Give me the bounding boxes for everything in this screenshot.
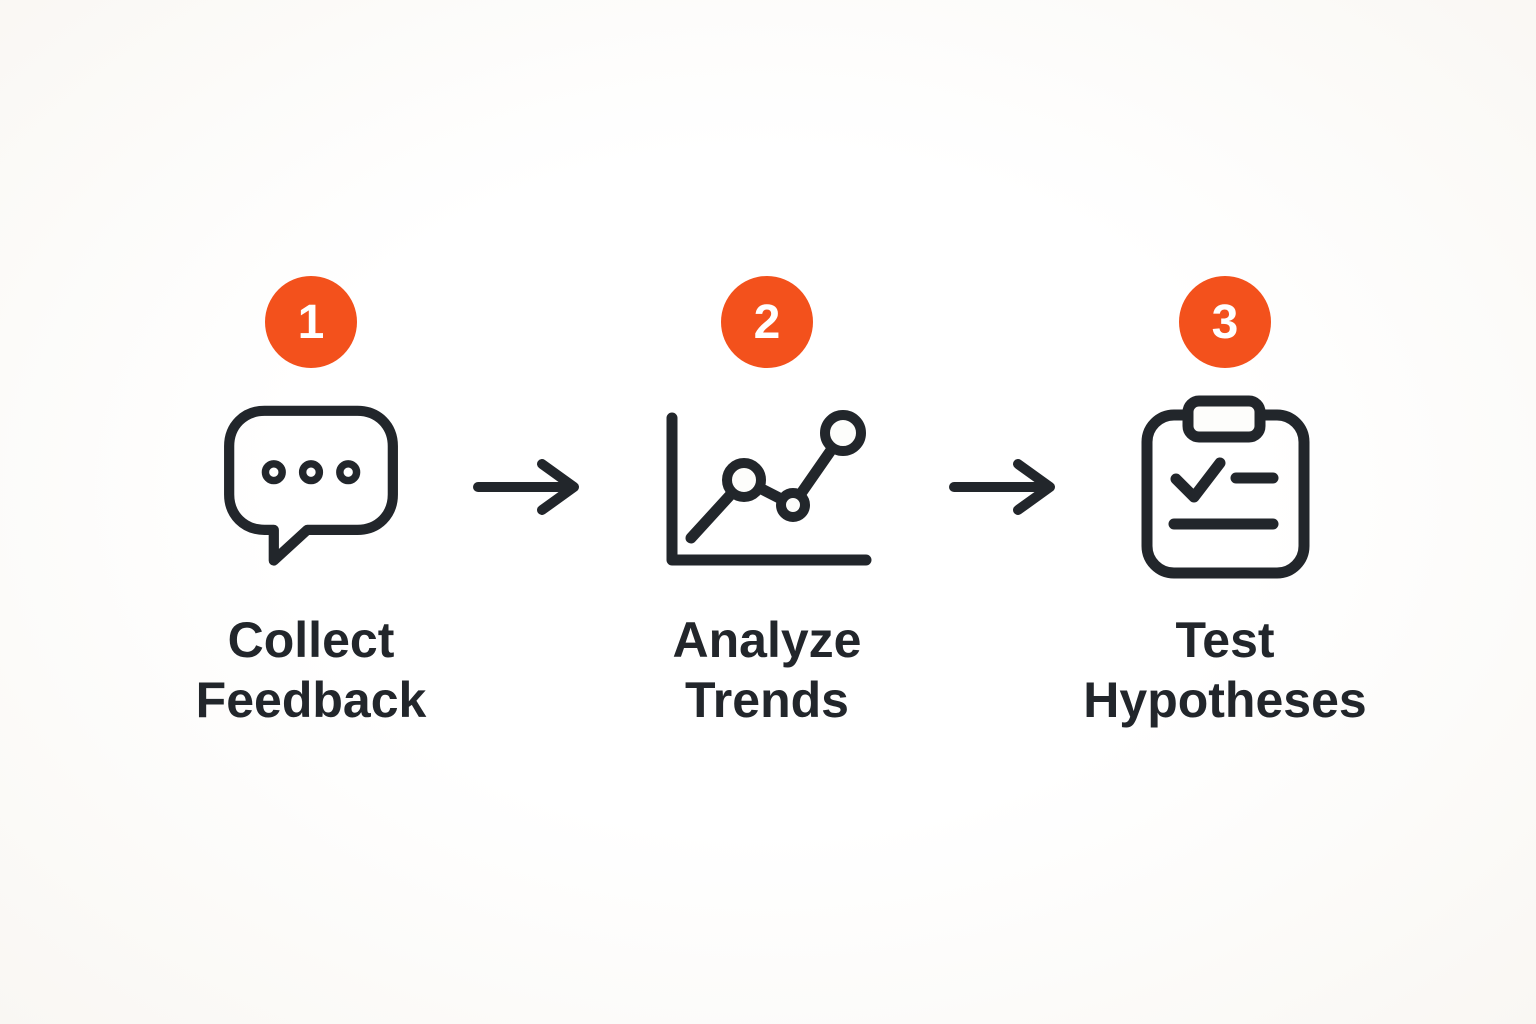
step-collect-feedback: 1 Collect Feedback	[101, 276, 521, 730]
right-arrow-icon	[470, 459, 590, 515]
trend-chart-icon	[661, 382, 873, 594]
step-label: Analyze Trends	[673, 610, 862, 730]
step-test-hypotheses: 3 Test Hypotheses	[1015, 276, 1435, 730]
step-number-badge: 3	[1179, 276, 1271, 368]
step-number-badge: 1	[265, 276, 357, 368]
step-label-line2: Hypotheses	[1083, 672, 1367, 728]
step-number-badge: 2	[721, 276, 813, 368]
clipboard-check-icon	[1139, 382, 1311, 594]
step-label: Test Hypotheses	[1083, 610, 1366, 730]
speech-bubble-icon	[218, 382, 404, 594]
step-analyze-trends: 2 Analyze Trends	[557, 276, 977, 730]
step-label-line2: Trends	[685, 672, 849, 728]
step-label-line1: Collect	[227, 612, 395, 668]
step-label-line1: Analyze	[672, 612, 862, 668]
step-number: 3	[1211, 295, 1239, 349]
step-number: 2	[753, 295, 781, 349]
step-number: 1	[297, 295, 325, 349]
right-arrow-icon	[946, 459, 1066, 515]
step-label-line1: Test	[1175, 612, 1275, 668]
step-label: Collect Feedback	[196, 610, 427, 730]
step-label-line2: Feedback	[195, 672, 427, 728]
